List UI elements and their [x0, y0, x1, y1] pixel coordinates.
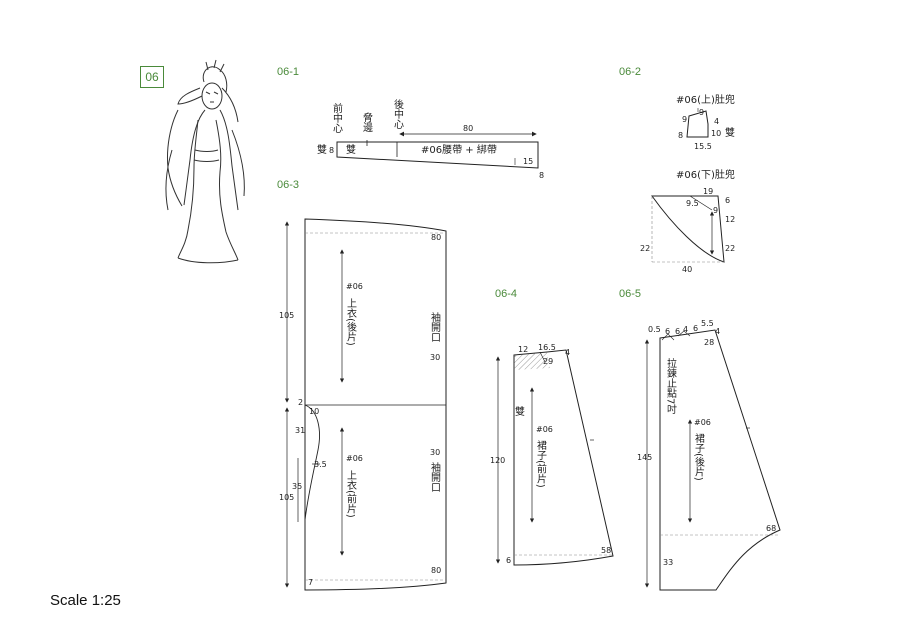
upper-dim-9-top: 9 — [699, 108, 704, 117]
front-piece-name: 上衣(前片) — [345, 470, 357, 518]
dim-8-left: 8 — [329, 146, 334, 155]
top-dim-105-front: 105 — [279, 493, 294, 502]
section-label-06-2: 06-2 — [619, 66, 642, 78]
sleeve-opening-bottom: 袖開口 — [429, 461, 441, 492]
double-fold-label-left: 雙 — [317, 143, 327, 156]
section-label-06-5: 06-5 — [619, 288, 642, 300]
piece-06-2-lower-bodice — [651, 195, 725, 263]
skirt-back-dim-6a: 6 — [665, 327, 670, 336]
skirt-front-double: 雙 — [515, 405, 525, 418]
top-dim-2: 2 — [298, 398, 303, 407]
top-dim-10: 10 — [309, 407, 319, 416]
top-dim-30-bottom: 30 — [430, 448, 440, 457]
back-piece-name: 上衣(後片) — [345, 298, 357, 346]
figure-illustration — [165, 59, 245, 264]
skirt-front-dim-6: 6 — [506, 556, 511, 565]
sleeve-opening-top: 袖開口 — [429, 311, 441, 342]
section-label-06-4: 06-4 — [495, 288, 518, 300]
lower-dim-9-5: 9.5 — [686, 199, 699, 208]
back-piece-number: #06 — [346, 282, 363, 291]
skirt-front-dim-58: 58 — [601, 546, 611, 555]
scale-label: Scale 1:25 — [50, 592, 121, 609]
skirt-front-dim-29: 29 — [543, 357, 553, 366]
piece-06-4-skirt-front — [495, 349, 614, 566]
skirt-front-dim-120: 120 — [490, 456, 505, 465]
skirt-back-number: #06 — [694, 418, 711, 427]
top-dim-31: 31 — [295, 426, 305, 435]
pattern-number-badge: 06 — [140, 66, 164, 88]
top-dim-7: 7 — [308, 578, 313, 587]
upper-dim-10: 10 — [711, 129, 721, 138]
front-piece-number: #06 — [346, 454, 363, 463]
skirt-back-dim-145: 145 — [637, 453, 652, 462]
piece-06-5-skirt-back — [644, 329, 781, 591]
piece-06-1-waistband — [336, 131, 539, 169]
dim-8-bottom: 8 — [539, 171, 544, 180]
skirt-back-dim-4a: 4 — [683, 325, 688, 334]
skirt-back-dim-6c: 6 — [693, 324, 698, 333]
top-dim-3-5: 3.5 — [314, 460, 327, 469]
upper-bodice-title: #06(上)肚兜 — [676, 93, 735, 106]
lower-dim-19: 19 — [703, 187, 713, 196]
lower-dim-9: 9 — [713, 206, 718, 215]
lower-dim-22-left: 22 — [640, 244, 650, 253]
top-dim-105-back: 105 — [279, 311, 294, 320]
skirt-back-dim-68: 68 — [766, 524, 776, 533]
lower-dim-12: 12 — [725, 215, 735, 224]
piece-06-2-upper-bodice — [686, 108, 709, 138]
skirt-back-name: 裙子(後片) — [693, 432, 705, 481]
upper-dim-4: 4 — [714, 117, 719, 126]
zipper-stop-label: 拉鍊止點7吋 — [665, 357, 677, 415]
skirt-back-dim-28: 28 — [704, 338, 714, 347]
skirt-back-dim-33: 33 — [663, 558, 673, 567]
upper-dim-9-left: 9 — [682, 115, 687, 124]
section-label-06-1: 06-1 — [277, 66, 300, 78]
lower-dim-40: 40 — [682, 265, 692, 274]
section-label-06-3: 06-3 — [277, 179, 300, 191]
skirt-back-dim-4b: 4 — [715, 327, 720, 336]
front-center-label: 前中心 — [331, 102, 343, 133]
lower-dim-22-right: 22 — [725, 244, 735, 253]
skirt-back-dim-5-5: 5.5 — [701, 319, 714, 328]
top-dim-30-top: 30 — [430, 353, 440, 362]
skirt-front-name: 裙子(前片) — [535, 439, 547, 488]
dim-80: 80 — [463, 124, 473, 133]
top-dim-35: 35 — [292, 482, 302, 491]
lower-dim-6: 6 — [725, 196, 730, 205]
skirt-back-dim-0-5: 0.5 — [648, 325, 661, 334]
piece-06-3-top — [284, 218, 447, 591]
upper-double-fold: 雙 — [725, 126, 735, 139]
top-dim-80-top: 80 — [431, 233, 441, 242]
back-center-label: 後中心 — [392, 98, 404, 129]
top-dim-80-bottom: 80 — [431, 566, 441, 575]
side-seam-label: 脅邊 — [361, 111, 373, 133]
upper-dim-15-5: 15.5 — [694, 142, 712, 151]
upper-dim-8: 8 — [678, 131, 683, 140]
skirt-back-dim-6b: 6 — [675, 327, 680, 336]
skirt-front-dim-4: 4 — [565, 348, 570, 357]
skirt-front-dim-12: 12 — [518, 345, 528, 354]
double-fold-label-inner: 雙 — [346, 143, 356, 156]
skirt-front-dim-16-5: 16.5 — [538, 343, 556, 352]
skirt-front-number: #06 — [536, 425, 553, 434]
waistband-name: #06腰帶 + 綁帶 — [421, 143, 497, 156]
lower-bodice-title: #06(下)肚兜 — [676, 168, 735, 181]
dim-15: 15 — [523, 157, 533, 166]
